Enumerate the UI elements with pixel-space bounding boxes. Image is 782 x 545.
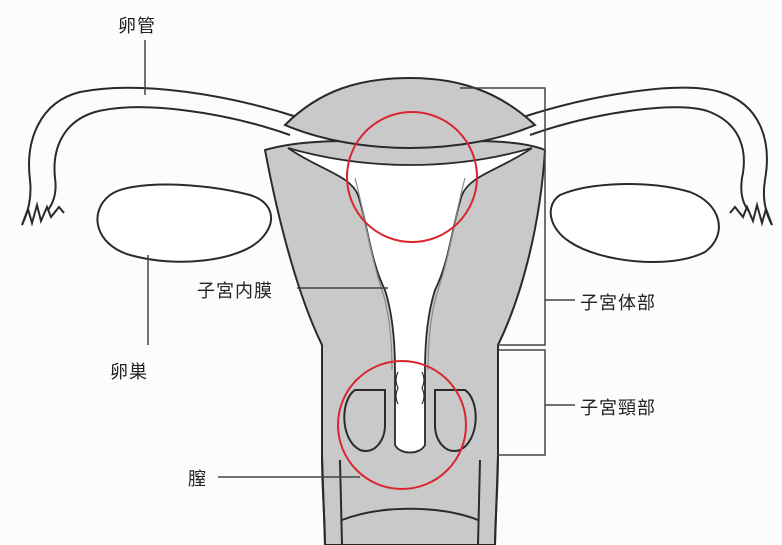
label-vagina: 膣 xyxy=(188,465,207,491)
label-uterine-body: 子宮体部 xyxy=(580,289,656,315)
label-endometrium: 子宮内膜 xyxy=(197,277,273,303)
left-ovary xyxy=(97,184,271,261)
label-cervix: 子宮頸部 xyxy=(580,394,656,420)
right-ovary xyxy=(551,184,719,262)
label-ovary: 卵巣 xyxy=(110,358,148,384)
label-fallopian-tube: 卵管 xyxy=(118,12,156,38)
